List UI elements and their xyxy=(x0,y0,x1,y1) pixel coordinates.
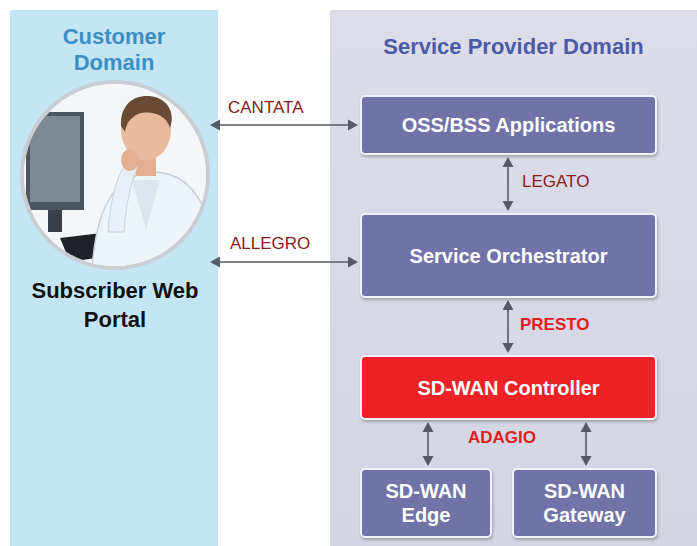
arrow-head xyxy=(503,201,514,211)
arrow-head xyxy=(210,257,220,268)
connector-line xyxy=(427,431,429,457)
domain-title: Customer Domain xyxy=(34,10,194,77)
box-label: SD-WAN Controller xyxy=(417,376,599,400)
arrow-head xyxy=(581,422,592,432)
connector-line xyxy=(507,309,509,344)
arrow-head xyxy=(348,120,358,131)
arrow-head xyxy=(581,456,592,466)
connector xyxy=(503,300,514,353)
arrow-head xyxy=(423,422,434,432)
subscriber-portal: Subscriber Web Portal xyxy=(22,82,208,344)
domain-title: Service Provider Domain xyxy=(344,10,684,60)
box-label: Service Orchestrator xyxy=(410,244,608,268)
portal-label: Subscriber Web Portal xyxy=(22,277,208,334)
domain-panel: Service Provider DomainOSS/BSS Applicati… xyxy=(330,10,697,546)
arrow-head xyxy=(503,300,514,310)
arrow-head xyxy=(423,456,434,466)
subscriber-illustration xyxy=(20,80,220,280)
connector-line xyxy=(219,124,349,126)
controller-box: SD-WAN Controller xyxy=(360,355,657,420)
device-box: SD-WAN Edge xyxy=(360,468,492,538)
connector xyxy=(503,157,514,211)
arrow-head xyxy=(503,157,514,167)
connector xyxy=(210,120,358,131)
process-box: Service Orchestrator xyxy=(360,213,657,298)
arrow-head xyxy=(210,120,220,131)
provider-panel-ground xyxy=(330,10,697,546)
arrow-head xyxy=(503,343,514,353)
connector xyxy=(581,422,592,466)
interface-label: CANTATA xyxy=(228,98,304,117)
label-anchor: ADAGIO xyxy=(468,428,536,448)
domain-panel: Customer DomainSubscriber Web Portal xyxy=(10,10,218,546)
label-anchor: PRESTO xyxy=(520,315,590,335)
box-label: SD-WAN Edge xyxy=(370,479,482,527)
interface-label: PRESTO xyxy=(520,315,590,334)
interface-label: ALLEGRO xyxy=(230,234,310,253)
label-anchor: ALLEGRO xyxy=(230,234,310,254)
box-label: OSS/BSS Applications xyxy=(402,113,616,137)
box-label: SD-WAN Gateway xyxy=(522,479,647,527)
connector-line xyxy=(219,261,349,263)
interface-label: ADAGIO xyxy=(468,428,536,447)
device-box: SD-WAN Gateway xyxy=(512,468,657,538)
connector xyxy=(210,257,358,268)
process-box: OSS/BSS Applications xyxy=(360,95,657,155)
connector-line xyxy=(507,166,509,202)
connector-line xyxy=(585,431,587,457)
connector xyxy=(423,422,434,466)
label-anchor: CANTATA xyxy=(228,98,304,118)
label-anchor: LEGATO xyxy=(522,172,589,192)
interface-label: LEGATO xyxy=(522,172,589,191)
arrow-head xyxy=(348,257,358,268)
